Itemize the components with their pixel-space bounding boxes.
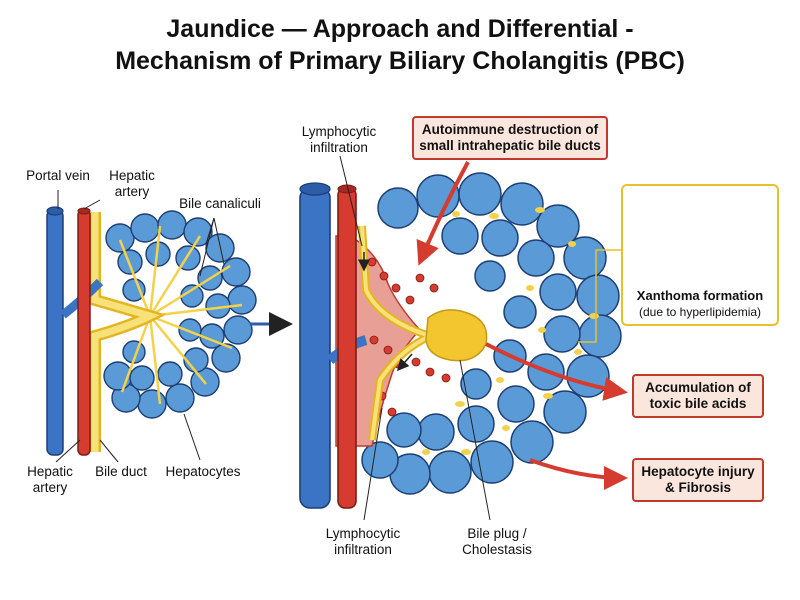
callout-autoimmune-line1: Autoimmune destruction of	[421, 122, 599, 137]
xanthoma-subtitle: (due to hyperlipidemia)	[638, 305, 762, 319]
label-portal-vein: Portal vein	[26, 168, 90, 183]
hepatic-artery-pbc	[337, 187, 357, 509]
label-lymphocytic-bottom-line2: infiltration	[334, 542, 392, 557]
bile-plug	[425, 309, 488, 362]
callout-injury-line2: & Fibrosis	[664, 480, 731, 495]
injury-arrow	[529, 458, 628, 490]
label-bile-plug: Bile plug / Cholestasis	[452, 526, 542, 558]
label-hepatic-artery-top-line1: Hepatic	[109, 168, 155, 183]
label-bile-plug-line1: Bile plug /	[467, 526, 527, 541]
label-hepatocytes: Hepatocytes	[165, 464, 241, 479]
label-hepatic-artery-top: Hepatic artery	[102, 168, 162, 200]
label-lymphocytic-top: Lymphocytic infiltration	[294, 124, 384, 156]
label-bile-canaliculi: Bile canaliculi	[179, 196, 261, 211]
callout-hepatocyte-injury: Hepatocyte injury & Fibrosis	[632, 458, 764, 502]
label-hepatic-artery-bottom-line2: artery	[32, 480, 68, 495]
label-lymphocytic-top-line1: Lymphocytic	[301, 124, 377, 139]
page-title-line-2: Mechanism of Primary Biliary Cholangitis…	[115, 47, 685, 75]
autoimmune-arrow	[416, 161, 470, 266]
normal-lobule	[46, 190, 257, 463]
callout-autoimmune-destruction: Autoimmune destruction of small intrahep…	[412, 116, 608, 160]
callout-toxic-bile-acids: Accumulation of toxic bile acids	[632, 374, 764, 418]
bile-canaliculi-lines	[118, 225, 243, 405]
label-hepatic-artery-bottom: Hepatic artery	[20, 464, 80, 496]
callout-toxic-line1: Accumulation of	[645, 380, 751, 395]
hepatocytes-pbc	[361, 172, 622, 495]
portal-vein-pbc	[299, 187, 331, 509]
label-lymphocytic-top-line2: infiltration	[310, 140, 368, 155]
bile-deposits	[422, 207, 599, 455]
callout-autoimmune-line2: small intrahepatic bile ducts	[419, 138, 601, 153]
callout-toxic-line2: toxic bile acids	[649, 396, 747, 411]
portal-vein	[46, 209, 64, 456]
toxic-bile-arrow	[485, 342, 628, 401]
label-lymphocytic-bottom-line1: Lymphocytic	[325, 526, 401, 541]
label-hepatic-artery-top-line2: artery	[114, 184, 150, 199]
xanthoma-title: Xanthoma formation	[636, 288, 764, 303]
label-lymphocytic-bottom: Lymphocytic infiltration	[318, 526, 408, 558]
pbc-lobule	[299, 155, 622, 521]
label-bile-plug-line2: Cholestasis	[462, 542, 532, 557]
page-title-line-1: Jaundice — Approach and Differential -	[166, 15, 634, 43]
hepatic-artery	[77, 209, 91, 456]
label-hepatic-artery-bottom-line1: Hepatic	[27, 464, 73, 479]
label-bile-duct: Bile duct	[95, 464, 147, 479]
callout-injury-line1: Hepatocyte injury	[641, 464, 755, 479]
callout-xanthoma-formation: Xanthoma formation (due to hyperlipidemi…	[621, 184, 779, 326]
